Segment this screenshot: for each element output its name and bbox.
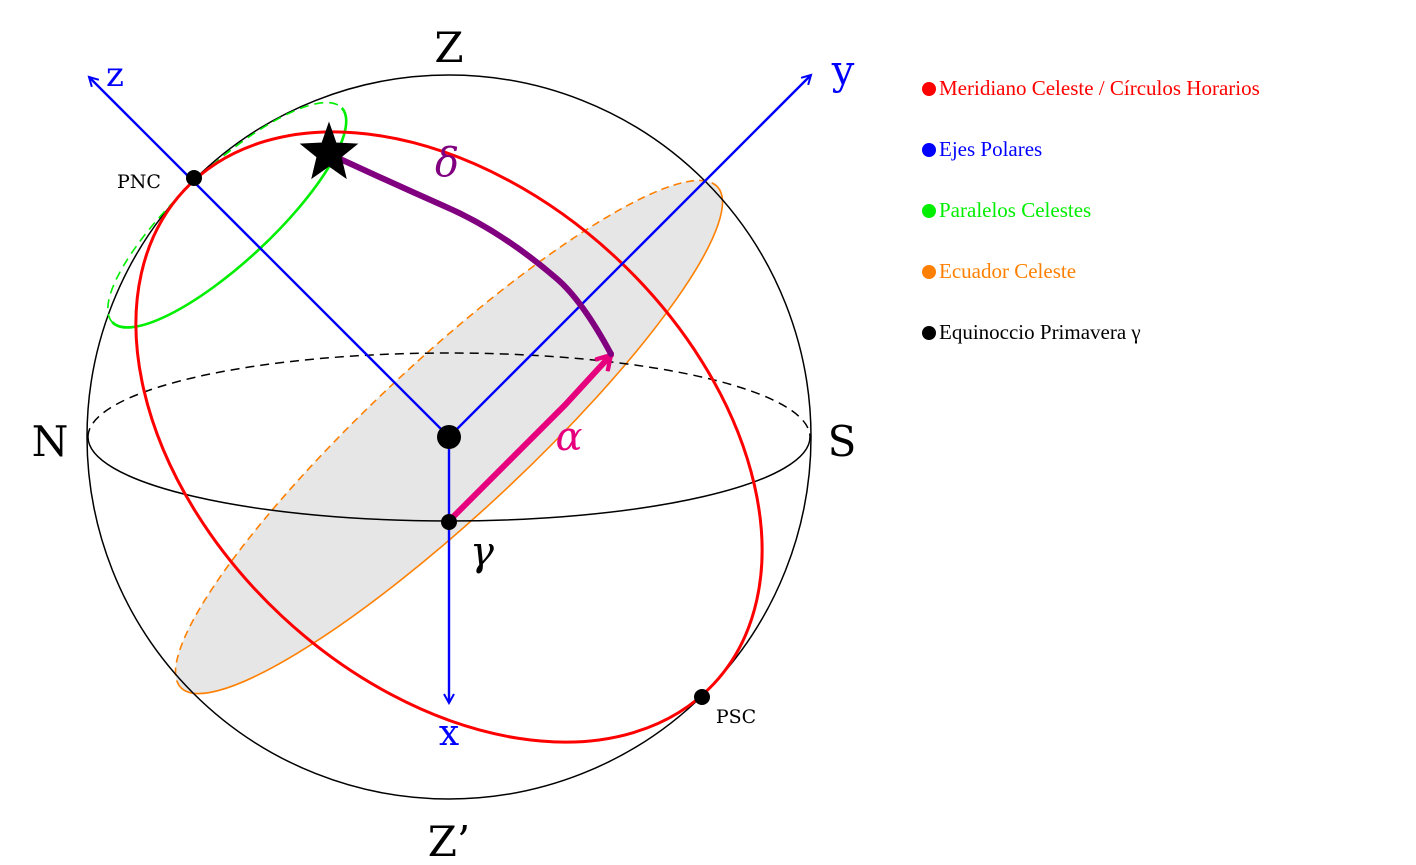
label-alpha: α <box>555 414 582 460</box>
legend-label: Equinoccio Primavera γ <box>939 320 1141 344</box>
label-nadir: Z’ <box>428 817 471 865</box>
psc-point <box>694 689 710 705</box>
label-axis-z: z <box>106 55 124 95</box>
axis-z-line <box>89 77 450 438</box>
legend-item-meridian: Meridiano Celeste / Círculos Horarios <box>922 58 1260 119</box>
vernal-equinox-point <box>441 514 457 530</box>
legend-dot <box>922 325 936 340</box>
label-north: N <box>32 417 69 466</box>
star-icon <box>299 121 359 180</box>
label-pnc: PNC <box>117 171 161 193</box>
pnc-point <box>186 170 202 186</box>
legend-item-equinox: Equinoccio Primavera γ <box>922 302 1260 363</box>
legend-dot <box>922 264 936 279</box>
axis-y-line <box>448 75 811 438</box>
right-ascension-arc <box>446 355 614 524</box>
legend-item-polar-axes: Ejes Polares <box>922 119 1260 180</box>
label-axis-y: y <box>831 48 855 94</box>
legend-label: Ecuador Celeste <box>939 259 1077 283</box>
hour-circle <box>134 130 764 744</box>
legend-label: Meridiano Celeste / Círculos Horarios <box>939 76 1260 100</box>
legend-label: Ejes Polares <box>939 137 1043 161</box>
polar-axes <box>89 75 811 703</box>
declination-arc <box>335 155 614 357</box>
legend: Meridiano Celeste / Círculos Horarios Ej… <box>922 58 1260 363</box>
label-south: S <box>828 417 857 466</box>
celestial-sphere-outline <box>86 74 812 800</box>
legend-item-equator: Ecuador Celeste <box>922 241 1260 302</box>
label-zenith: Z <box>434 23 463 72</box>
legend-dot <box>922 81 936 96</box>
legend-item-parallels: Paralelos Celestes <box>922 180 1260 241</box>
label-delta: δ <box>435 140 459 186</box>
label-axis-x: x <box>439 713 459 754</box>
legend-label: Paralelos Celestes <box>939 198 1092 222</box>
label-gamma: γ <box>470 529 494 575</box>
label-psc: PSC <box>716 706 756 728</box>
legend-dot <box>922 203 936 218</box>
center-point <box>437 425 461 449</box>
legend-dot <box>922 142 936 157</box>
